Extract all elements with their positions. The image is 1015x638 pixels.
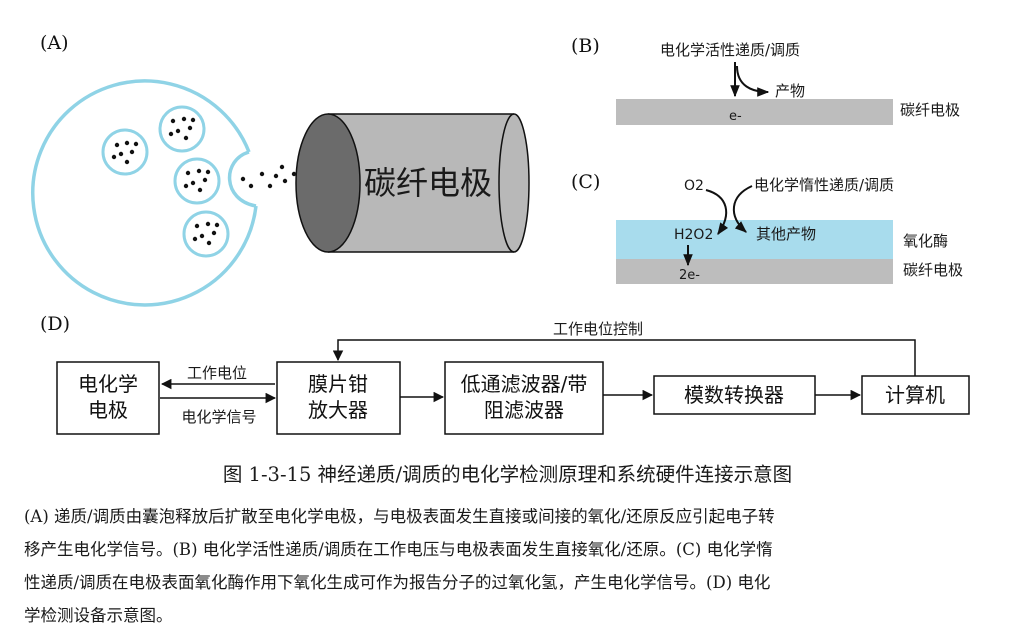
description-line: 学检测设备示意图。	[24, 606, 173, 625]
arrow-potential-label: 工作电位	[187, 364, 247, 382]
other-products-arrow	[732, 185, 753, 233]
enzyme-label: 氧化酶	[903, 232, 948, 250]
electrode-label-b: 碳纤电极	[900, 101, 960, 119]
description-line: 移产生电化学信号。(B) 电化学活性递质/调质在工作电压与电极表面发生直接氧化/…	[24, 540, 773, 559]
panel-a-label: (A)	[40, 32, 69, 54]
box-amplifier	[276, 361, 401, 435]
panel-d: (D) 电化学 电极 膜片钳 放大器 低通滤波器/带 阻滤波器 模数转换器 计算…	[40, 313, 970, 435]
box-amplifier-line1: 膜片钳	[308, 372, 368, 396]
arrow-signal-label: 电化学信号	[181, 408, 256, 426]
vesicle	[182, 210, 230, 258]
box-amplifier-line2: 放大器	[308, 398, 368, 422]
panel-b: (B) 电化学活性递质/调质 碳纤电极 产物 e-	[571, 35, 960, 125]
oxygen-label: O2	[684, 178, 704, 194]
description-line: 性递质/调质在电极表面氧化酶作用下氧化生成可作为报告分子的过氧化氢，产生电化学信…	[24, 573, 771, 592]
box-adc-label: 模数转换器	[684, 383, 784, 407]
product-label: 产物	[775, 82, 805, 100]
electrode-strip-c	[616, 259, 893, 284]
vesicle	[158, 105, 206, 153]
description-line: (A) 递质/调质由囊泡释放后扩散至电化学电极，与电极表面发生直接或间接的氧化/…	[24, 507, 775, 526]
box-filter	[444, 361, 604, 435]
figure-caption: 图 1-3-15 神经递质/调质的电化学检测原理和系统硬件连接示意图	[222, 463, 793, 486]
box-electrode	[56, 361, 160, 435]
active-species-label: 电化学活性递质/调质	[660, 41, 800, 59]
box-filter-line1: 低通滤波器/带	[461, 372, 588, 396]
panel-c-label: (C)	[571, 171, 600, 193]
panel-b-label: (B)	[571, 35, 600, 57]
product-arrow	[736, 65, 770, 97]
schematic-diagram: (A)	[31, 32, 970, 435]
vesicle	[173, 157, 221, 205]
panel-c: (C) O2 电化学惰性递质/调质 H2O2 其他产物 2e- 氧化酶 碳纤电极	[571, 171, 963, 284]
box-electrode-line1: 电化学	[78, 372, 138, 396]
figure-description: (A) 递质/调质由囊泡释放后扩散至电化学电极，与电极表面发生直接或间接的氧化/…	[24, 500, 996, 632]
electrode-label-a: 碳纤电极	[364, 164, 492, 202]
electrode-strip-b	[616, 99, 893, 125]
box-computer-label: 计算机	[885, 383, 945, 407]
panel-a: (A)	[31, 32, 530, 307]
electrode-label-c: 碳纤电极	[903, 261, 963, 279]
box-electrode-line2: 电极	[88, 398, 128, 422]
other-products-label: 其他产物	[756, 225, 816, 243]
inert-species-label: 电化学惰性递质/调质	[754, 176, 894, 194]
neuron-cell-outline	[31, 79, 258, 307]
feedback-label: 工作电位控制	[553, 320, 643, 338]
electron-label-b: e-	[729, 109, 742, 124]
h2o2-label: H2O2	[674, 227, 713, 243]
panel-d-label: (D)	[40, 313, 70, 335]
box-adc	[653, 375, 816, 415]
h2o2-formation-arrow	[705, 189, 729, 235]
feedback-arrow	[332, 339, 916, 376]
enzyme-layer	[616, 220, 893, 259]
box-computer	[861, 375, 970, 415]
box-filter-line2: 阻滤波器	[484, 398, 564, 422]
vesicle	[101, 128, 149, 176]
carbon-fiber-electrode	[295, 113, 530, 253]
electron-label-c: 2e-	[679, 268, 700, 283]
